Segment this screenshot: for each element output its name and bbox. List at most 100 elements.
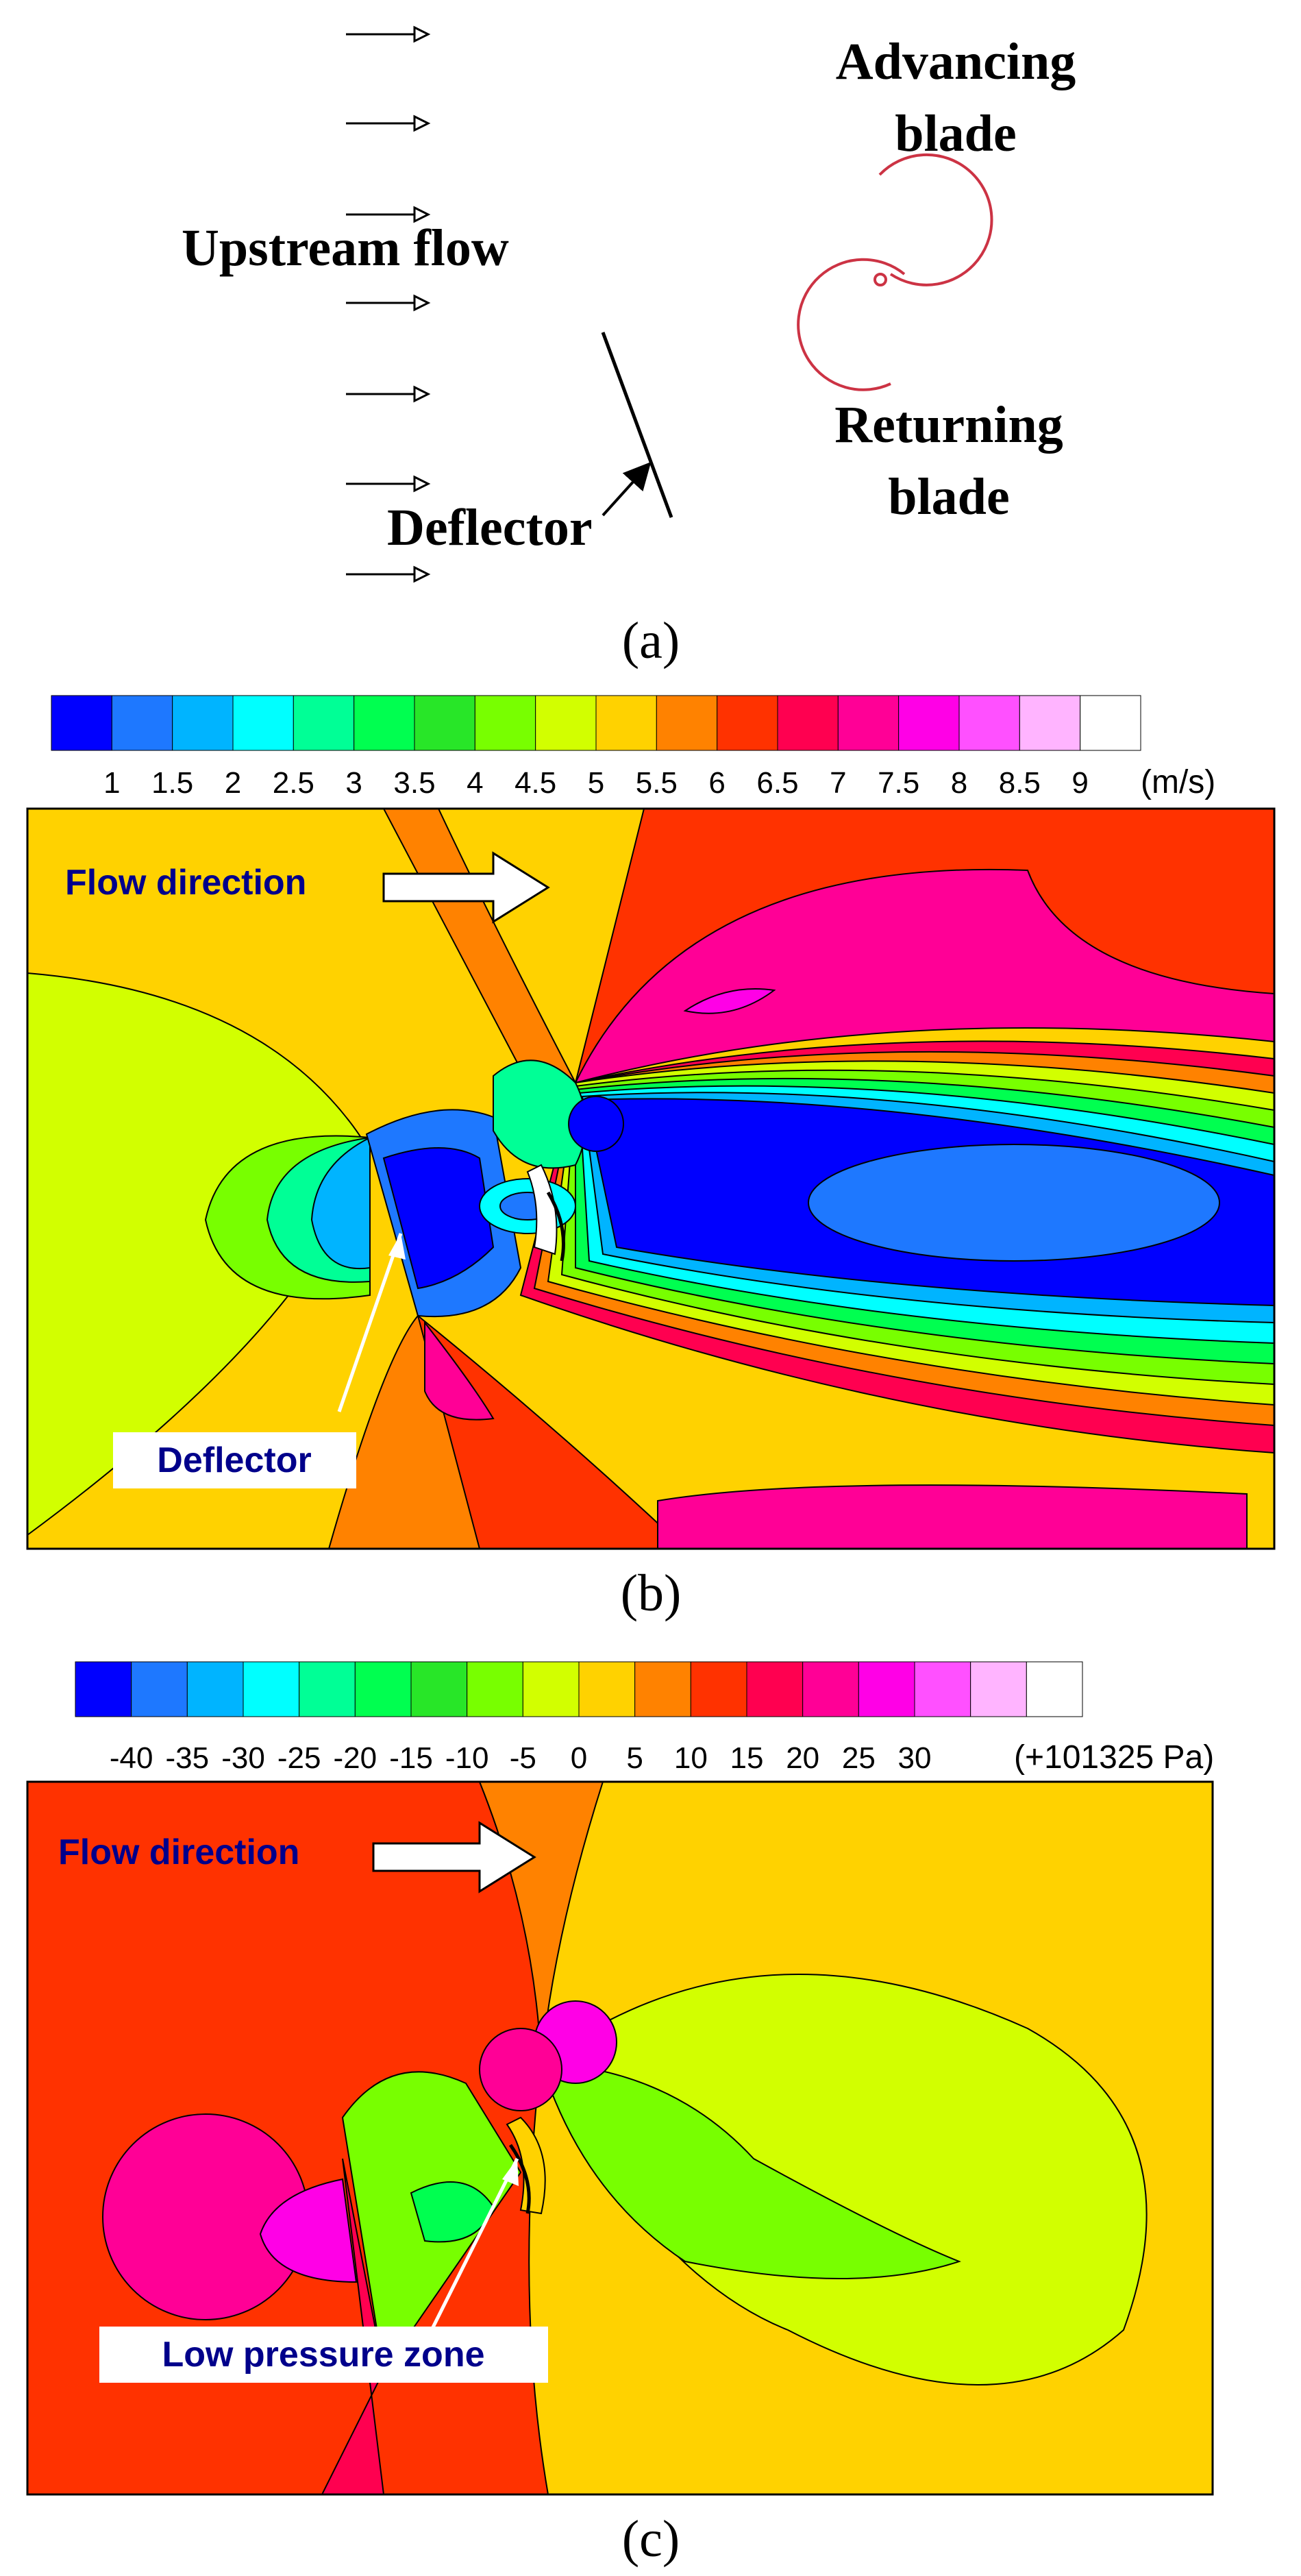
colorbar-tick-label: 4.5 <box>515 766 556 800</box>
deflector-plate <box>601 332 673 518</box>
colorbar-tick-label: -10 <box>445 1741 489 1775</box>
velocity-colorbar <box>51 695 1141 751</box>
flow-direction-label-c: Flow direction <box>58 1832 299 1872</box>
upstream-arrow <box>346 565 431 583</box>
pressure-contour-plot <box>27 1782 1213 2494</box>
low-pressure-label-box <box>99 2327 548 2383</box>
upstream-arrow <box>346 385 431 403</box>
colorbar-tick-label: 3 <box>345 766 362 800</box>
colorbar-swatch <box>777 695 839 751</box>
colorbar-tick-label: 1.5 <box>151 766 193 800</box>
colorbar-swatch <box>914 1661 971 1717</box>
colorbar-tick-label: -40 <box>110 1741 153 1775</box>
colorbar-tick-label: -15 <box>389 1741 433 1775</box>
upstream-arrows <box>346 25 431 583</box>
colorbar-swatch <box>243 1661 300 1717</box>
flow-direction-arrow-b <box>382 851 550 924</box>
colorbar-tick-label: 4 <box>467 766 483 800</box>
returning-blade-label-1: Returning <box>834 396 1063 454</box>
upstream-arrow <box>346 475 431 493</box>
upstream-arrow <box>346 206 431 223</box>
colorbar-swatch <box>131 1661 188 1717</box>
colorbar-swatch <box>474 695 536 751</box>
colorbar-swatch <box>898 695 960 751</box>
panel-b: 1 1.5 2 2.5 3 3.5 4 4.5 5 5.5 6 6.5 7 7.5 8 8.5 9 (m/s) <box>26 695 1276 1622</box>
colorbar-swatch <box>172 695 234 751</box>
colorbar-tick-label: 8.5 <box>999 766 1041 800</box>
rotor <box>797 153 993 391</box>
deflector-pointer-head-b <box>388 1234 406 1260</box>
velocity-plot-frame <box>26 807 1276 1550</box>
upstream-flow-label: Upstream flow <box>182 219 509 277</box>
colorbar-swatch <box>522 1661 580 1717</box>
panel-a: Upstream flow Deflector Advancing blade … <box>182 25 1076 670</box>
colorbar-swatch <box>958 695 1020 751</box>
rotor-shaft <box>873 273 887 286</box>
deflector-pointer-b <box>337 1233 403 1412</box>
colorbar-tick-label: -25 <box>277 1741 321 1775</box>
velocity-unit-label: (m/s) <box>1141 764 1215 800</box>
colorbar-tick-label: 2.5 <box>273 766 314 800</box>
colorbar-swatch <box>970 1661 1027 1717</box>
colorbar-tick-label: 8 <box>951 766 967 800</box>
flow-direction-arrow-c <box>372 1821 536 1893</box>
colorbar-swatch <box>656 695 718 751</box>
deflector-pointer <box>602 462 652 517</box>
colorbar-tick-label: 6.5 <box>756 766 798 800</box>
upstream-arrow <box>346 294 431 312</box>
colorbar-swatch <box>595 695 657 751</box>
colorbar-tick-label: -20 <box>334 1741 377 1775</box>
colorbar-tick-label: -35 <box>166 1741 210 1775</box>
colorbar-swatch <box>746 1661 804 1717</box>
colorbar-swatch <box>717 695 778 751</box>
upstream-arrow <box>346 114 431 132</box>
colorbar-tick-label: 20 <box>786 1741 819 1775</box>
colorbar-tick-label: 2 <box>225 766 241 800</box>
colorbar-tick-label: 25 <box>842 1741 876 1775</box>
colorbar-swatch <box>634 1661 691 1717</box>
colorbar-swatch <box>354 1661 412 1717</box>
colorbar-swatch <box>299 1661 356 1717</box>
deflector-label-box-b <box>113 1432 356 1488</box>
colorbar-tick-label: 1 <box>103 766 120 800</box>
colorbar-tick-label: 30 <box>898 1741 932 1775</box>
colorbar-tick-label: 5 <box>588 766 604 800</box>
colorbar-swatch <box>1026 1661 1083 1717</box>
colorbar-swatch <box>75 1661 132 1717</box>
pressure-unit-label: (+101325 Pa) <box>1014 1739 1214 1776</box>
colorbar-swatch <box>354 695 415 751</box>
deflector-label: Deflector <box>387 499 593 556</box>
colorbar-swatch <box>858 1661 915 1717</box>
colorbar-swatch <box>467 1661 523 1717</box>
flow-direction-label-b: Flow direction <box>65 863 306 903</box>
low-pressure-pointer-head <box>502 2159 519 2186</box>
colorbar-tick-label: 5.5 <box>636 766 678 800</box>
colorbar-tick-label: 7 <box>830 766 846 800</box>
colorbar-tick-label: 9 <box>1071 766 1088 800</box>
upstream-arrow <box>346 25 431 43</box>
low-pressure-pointer <box>430 2157 519 2331</box>
colorbar-tick-label: 7.5 <box>878 766 919 800</box>
returning-blade-label-2: blade <box>888 468 1009 526</box>
colorbar-tick-label: 3.5 <box>393 766 435 800</box>
colorbar-tick-label: 5 <box>626 1741 643 1775</box>
returning-blade <box>797 258 906 391</box>
advancing-blade <box>878 153 993 286</box>
caption-c: (c) <box>622 2510 680 2568</box>
colorbar-tick-label: -5 <box>510 1741 536 1775</box>
colorbar-swatch <box>1019 695 1081 751</box>
velocity-colorbar-ticks: 1 1.5 2 2.5 3 3.5 4 4.5 5 5.5 6 6.5 7 7.5 8 8.5 9 <box>103 766 1089 800</box>
colorbar-swatch <box>802 1661 859 1717</box>
colorbar-tick-label: 6 <box>708 766 725 800</box>
pressure-colorbar <box>75 1661 1083 1717</box>
colorbar-swatch <box>232 695 294 751</box>
velocity-contour-plot <box>27 809 1274 1549</box>
deflector-label-b: Deflector <box>157 1440 311 1480</box>
colorbar-swatch <box>186 1661 244 1717</box>
colorbar-swatch <box>535 695 597 751</box>
pressure-plot-frame <box>26 1780 1214 2496</box>
caption-a: (a) <box>622 612 680 670</box>
caption-b: (b) <box>621 1565 682 1622</box>
